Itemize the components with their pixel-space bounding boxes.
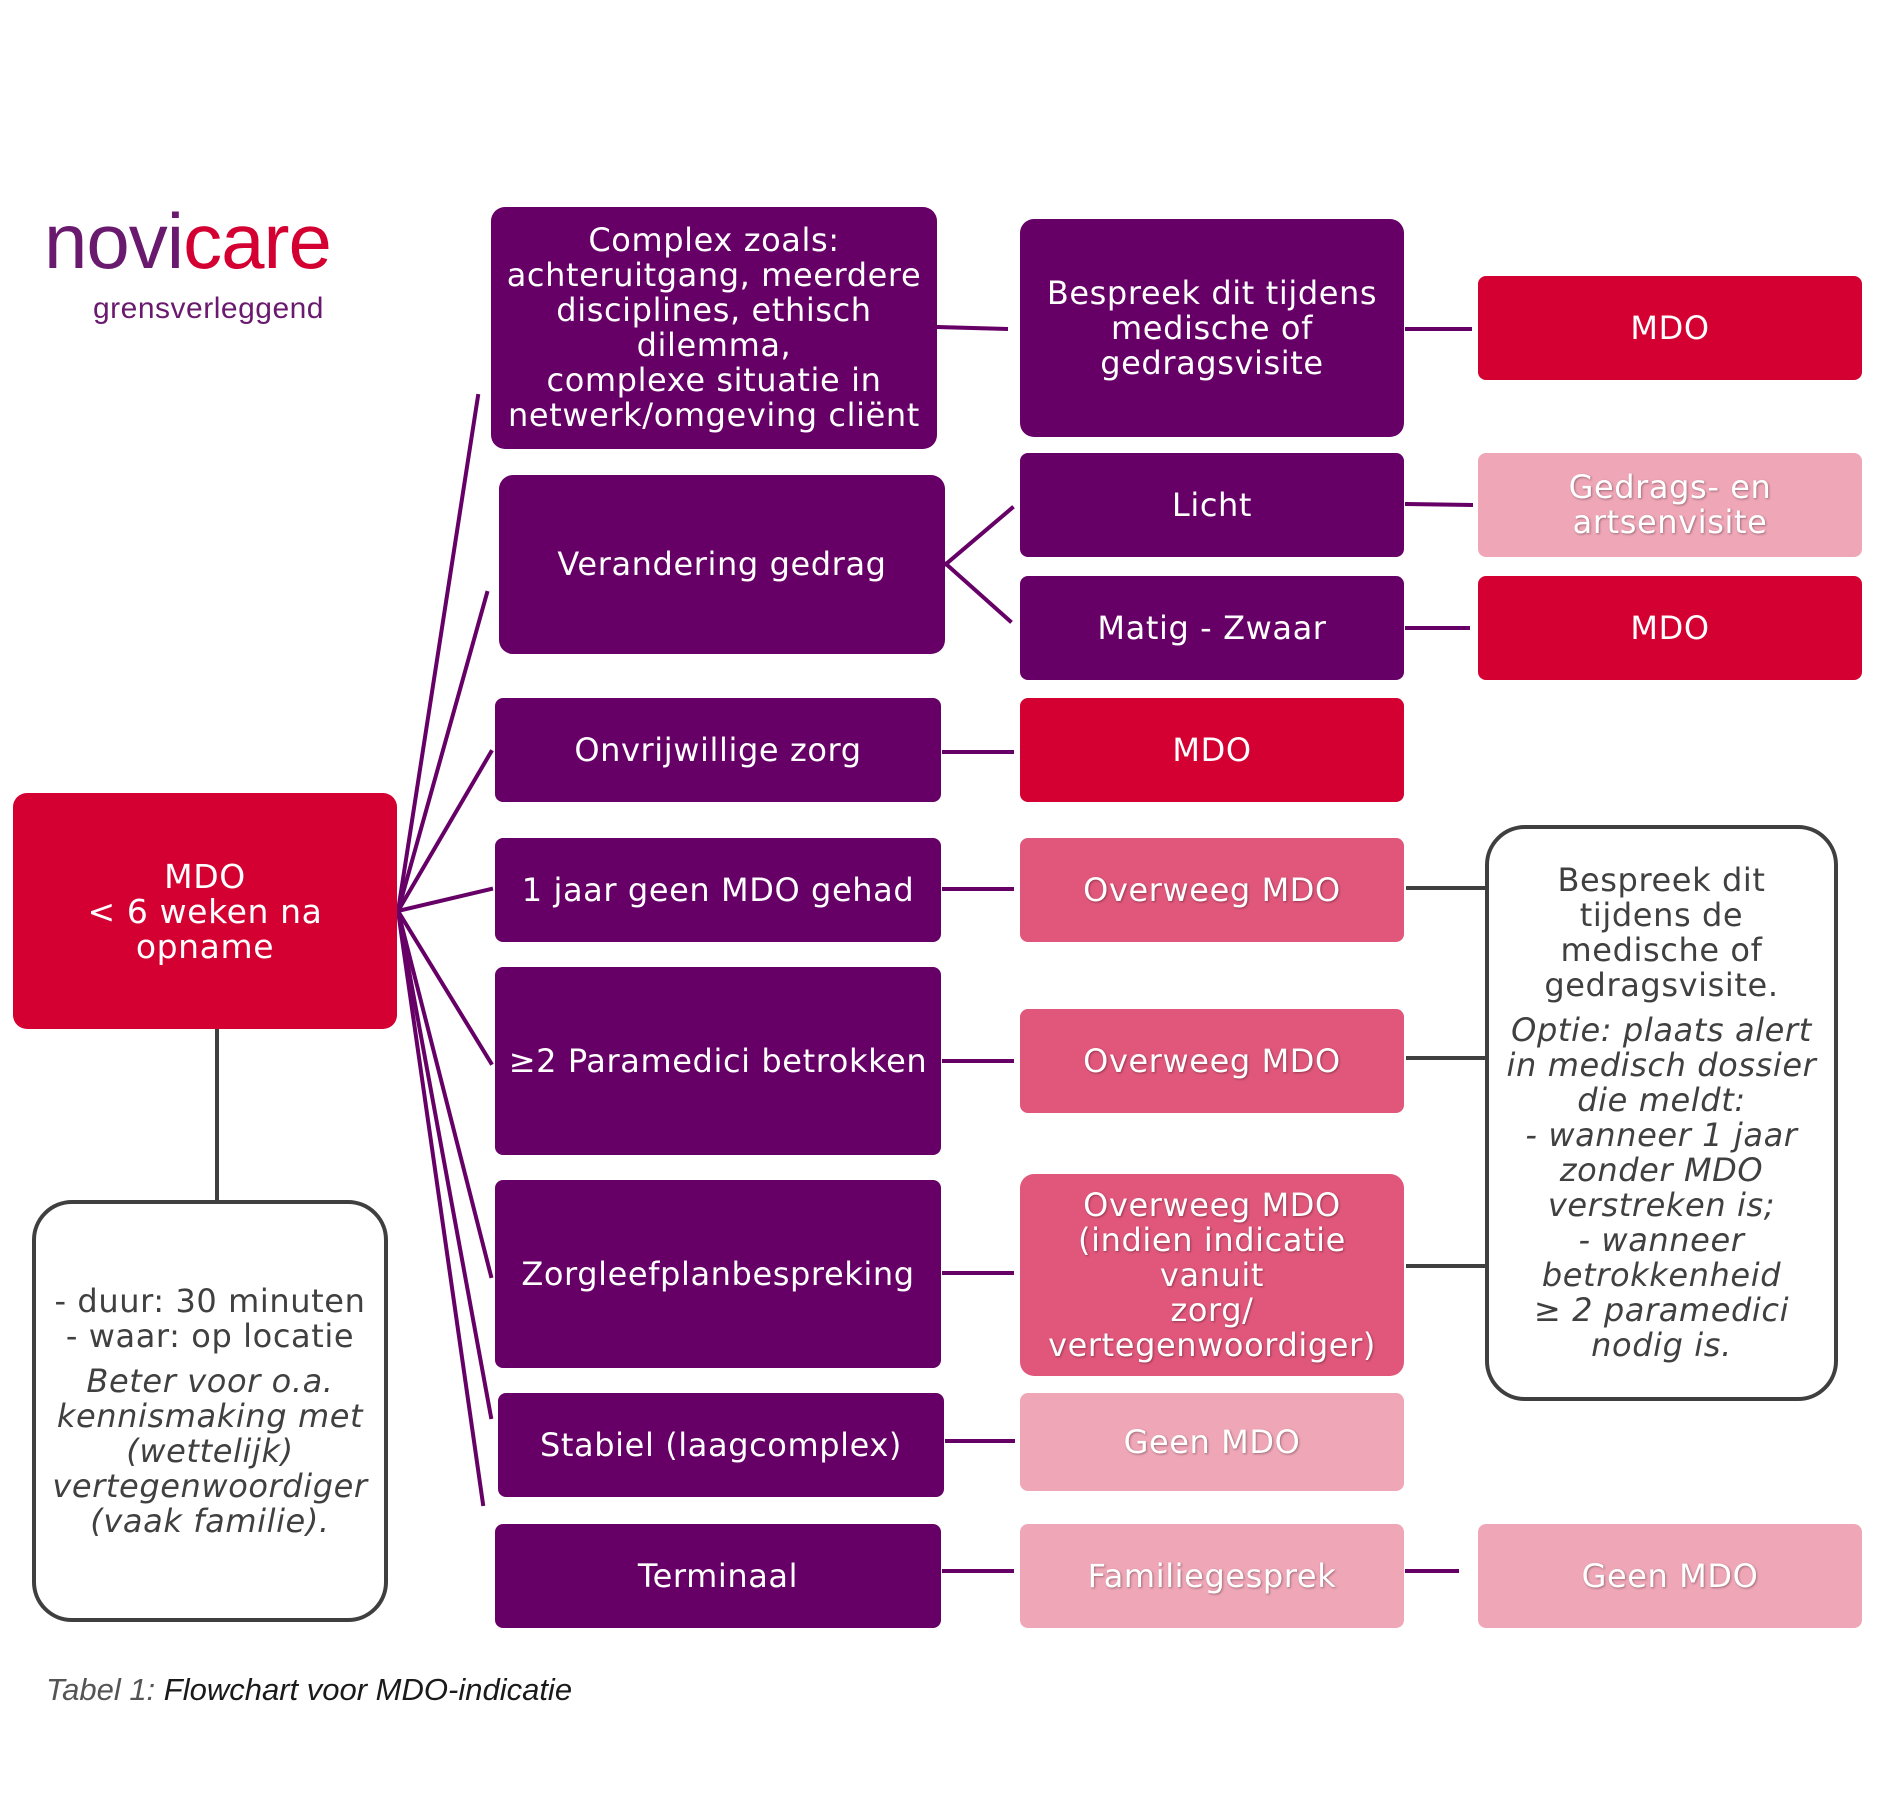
level2-overweeg-mdo-paramedici: Overweeg MDO bbox=[1020, 1009, 1404, 1113]
branch-verandering-gedrag: Verandering gedrag bbox=[499, 475, 945, 654]
figure-caption: Tabel 1: Flowchart voor MDO-indicatie bbox=[46, 1672, 572, 1708]
connector-root-jaar bbox=[395, 886, 494, 914]
level3-gedrags-artsenvisite: Gedrags- en artsenvisite bbox=[1478, 453, 1862, 557]
caption-title: Flowchart voor MDO-indicatie bbox=[163, 1672, 573, 1707]
logo-wordmark: novicare bbox=[44, 196, 332, 286]
level2-overweeg-mdo-jaar: Overweeg MDO bbox=[1020, 838, 1404, 942]
level2-bespreek-visite: Bespreek dit tijdens medische of gedrags… bbox=[1020, 219, 1404, 437]
branch-terminaal: Terminaal bbox=[495, 1524, 941, 1628]
connector-licht-visite bbox=[1404, 501, 1474, 508]
branch-complex: Complex zoals: achteruitgang, meerdere d… bbox=[491, 207, 937, 449]
side-note: Bespreek dit tijdens de medische of gedr… bbox=[1485, 825, 1838, 1401]
level3-mdo-complex: MDO bbox=[1478, 276, 1862, 380]
root-node-text: MDO< 6 weken na opname bbox=[21, 859, 389, 964]
branch-stabiel: Stabiel (laagcomplex) bbox=[498, 1393, 944, 1497]
caption-prefix: Tabel 1: bbox=[46, 1672, 164, 1707]
side-note-bespreek: Bespreek dit tijdens de medische of gedr… bbox=[1544, 861, 1779, 1004]
connector-root-terminaal bbox=[395, 908, 486, 1507]
logo-tagline: grensverleggend bbox=[93, 292, 324, 325]
level3-mdo-matig: MDO bbox=[1478, 576, 1862, 680]
connector-root-onvrijwillig bbox=[395, 749, 494, 914]
connector-root-paramedici bbox=[395, 908, 494, 1066]
side-note-optie: Optie: plaats alert in medisch dossier d… bbox=[1506, 1011, 1817, 1364]
root-node-mdo: MDO< 6 weken na opname bbox=[13, 793, 397, 1029]
root-note-advice: Beter voor o.a. kennismaking met (wettel… bbox=[52, 1361, 368, 1540]
root-line-2: < 6 weken na opname bbox=[87, 891, 323, 966]
connector-root-gedrag bbox=[395, 590, 490, 914]
connector-gedrag-licht bbox=[943, 505, 1015, 567]
connector-gedrag-matig bbox=[943, 561, 1013, 624]
level2-matig-zwaar: Matig - Zwaar bbox=[1020, 576, 1404, 680]
logo-part-care: care bbox=[183, 197, 332, 285]
connector-root-stabiel bbox=[395, 908, 494, 1420]
level2-mdo-onvrijwillig: MDO bbox=[1020, 698, 1404, 802]
level2-overweeg-mdo-zorgleefplan: Overweeg MDO (indien indicatie vanuit zo… bbox=[1020, 1174, 1404, 1376]
connector-root-complex bbox=[395, 393, 481, 914]
logo-part-novi: novi bbox=[44, 197, 184, 285]
root-note: - duur: 30 minuten - waar: op locatie Be… bbox=[32, 1200, 388, 1622]
branch-paramedici: ≥2 Paramedici betrokken bbox=[495, 967, 941, 1155]
novicare-logo: novicare grensverleggend bbox=[44, 196, 374, 326]
root-note-details: - duur: 30 minuten - waar: op locatie bbox=[54, 1281, 366, 1355]
level2-geen-mdo-stabiel: Geen MDO bbox=[1020, 1393, 1404, 1491]
branch-zorgleefplanbespreking: Zorgleefplanbespreking bbox=[495, 1180, 941, 1368]
level3-geen-mdo-terminaal: Geen MDO bbox=[1478, 1524, 1862, 1628]
connector-complex-visite bbox=[935, 324, 1009, 332]
branch-onvrijwillige-zorg: Onvrijwillige zorg bbox=[495, 698, 941, 802]
connector-root-zorgleefplan bbox=[395, 908, 494, 1279]
root-line-1: MDO bbox=[164, 856, 246, 896]
branch-1-jaar-geen-mdo: 1 jaar geen MDO gehad bbox=[495, 838, 941, 942]
level2-familiegesprek: Familiegesprek bbox=[1020, 1524, 1404, 1628]
level2-licht: Licht bbox=[1020, 453, 1404, 557]
